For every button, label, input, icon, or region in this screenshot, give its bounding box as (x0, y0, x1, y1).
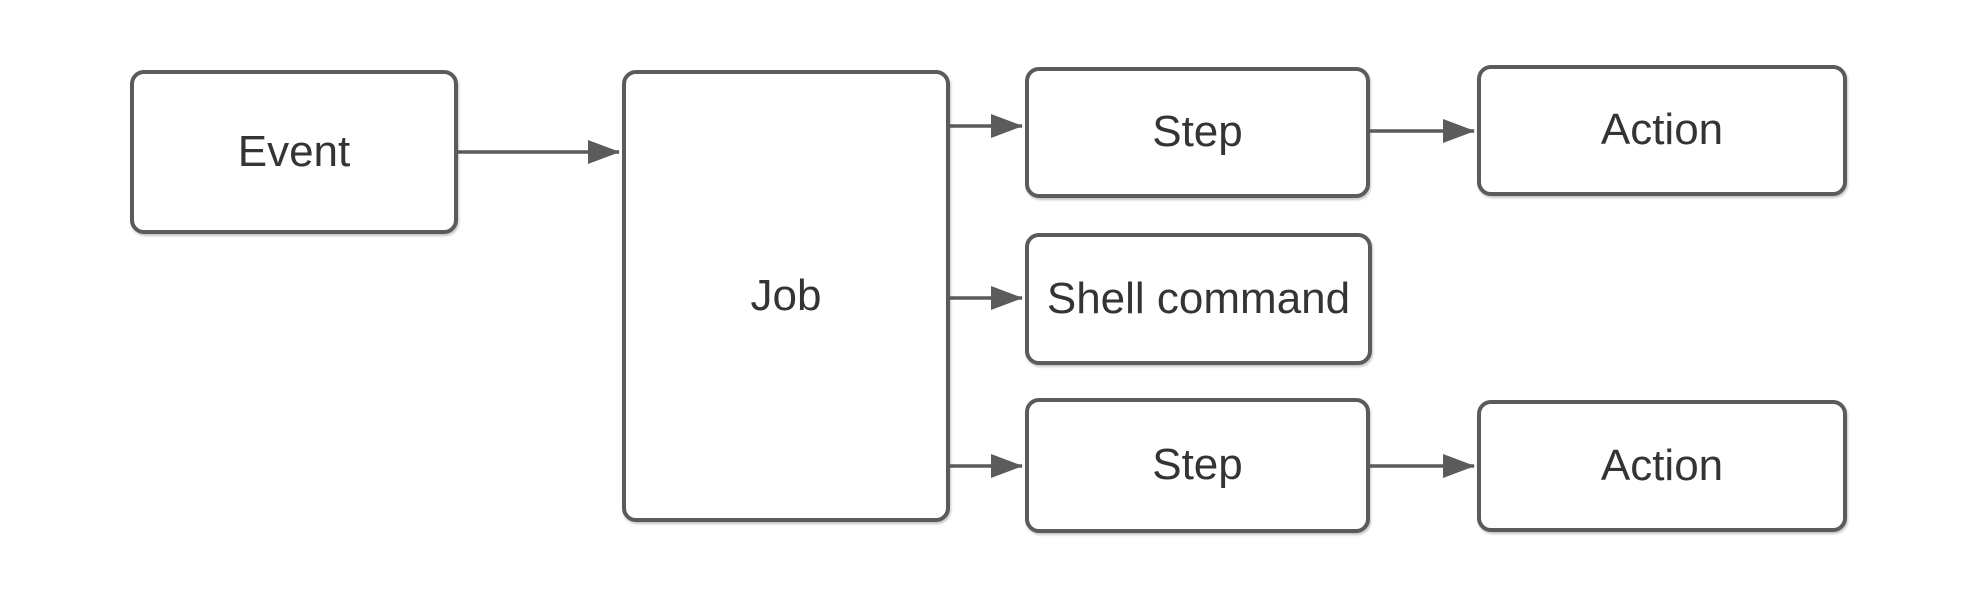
action-node-top: Action (1477, 65, 1847, 196)
event-node: Event (130, 70, 458, 234)
action-node-bottom-label: Action (1600, 440, 1724, 490)
shell-command-node-label: Shell command (1046, 273, 1351, 323)
action-node-bottom: Action (1477, 400, 1847, 532)
action-node-top-label: Action (1600, 105, 1724, 155)
step-node-top: Step (1025, 67, 1370, 198)
job-node-label: Job (750, 270, 822, 320)
event-node-label: Event (237, 126, 351, 176)
step-node-bottom: Step (1025, 398, 1370, 533)
shell-command-node: Shell command (1025, 233, 1372, 365)
job-node: Job (622, 70, 950, 522)
step-node-bottom-label: Step (1152, 440, 1243, 490)
step-node-top-label: Step (1152, 107, 1243, 157)
